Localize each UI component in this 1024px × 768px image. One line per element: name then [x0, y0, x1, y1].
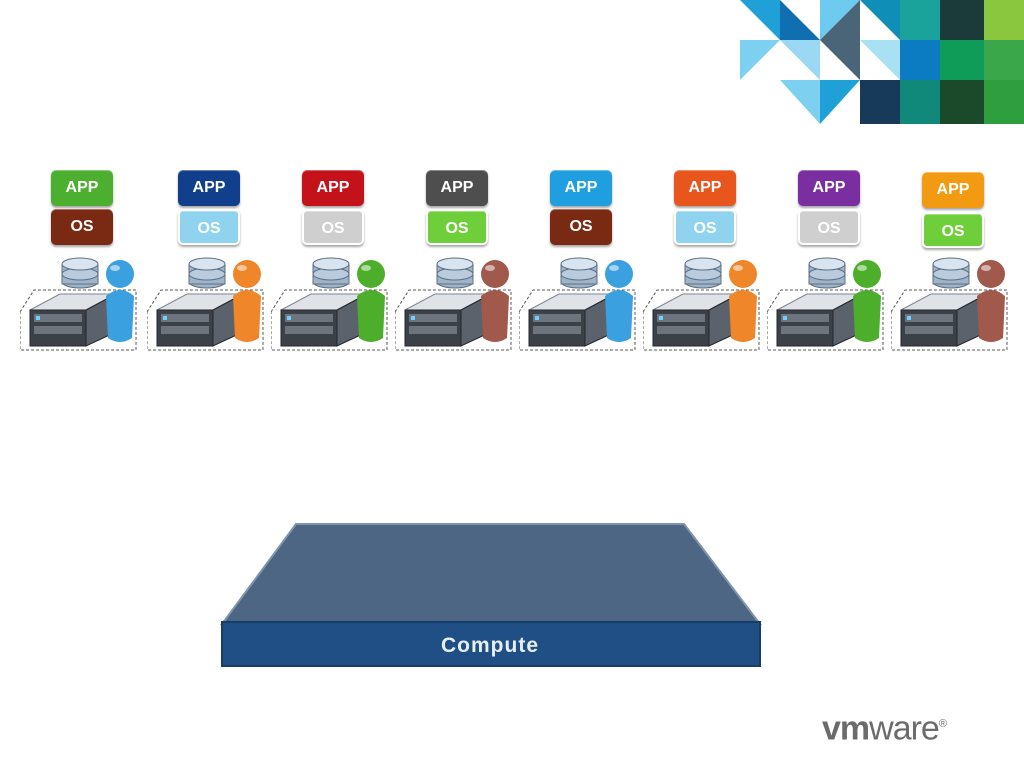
app-chip: APP — [178, 170, 240, 206]
server-host-icon — [147, 257, 264, 351]
server-host-icon — [891, 257, 1008, 351]
server-host-icon — [20, 257, 137, 351]
compute-label: Compute — [441, 634, 539, 657]
os-chip: OS — [922, 212, 984, 248]
os-chip: OS — [550, 209, 612, 245]
os-chip: OS — [178, 209, 240, 245]
logo-ware: ware — [869, 709, 940, 748]
server-host-icon — [395, 257, 512, 351]
app-chip: APP — [674, 170, 736, 206]
app-chip: APP — [426, 170, 488, 206]
app-chip: APP — [302, 170, 364, 206]
compute-platform — [220, 523, 762, 667]
server-host-icon — [643, 257, 760, 351]
os-chip: OS — [798, 209, 860, 245]
server-unit: APP OS — [891, 168, 1009, 358]
app-chip: APP — [922, 172, 984, 208]
os-chip: OS — [674, 209, 736, 245]
app-chip: APP — [550, 170, 612, 206]
app-chip: APP — [798, 170, 860, 206]
server-host-icon — [767, 257, 884, 351]
logo-registered: ® — [938, 718, 947, 730]
compute-platform-front — [221, 621, 761, 667]
os-chip: OS — [302, 209, 364, 245]
server-host-icon — [271, 257, 388, 351]
os-chip: OS — [51, 209, 113, 245]
logo-vm: vm — [822, 709, 870, 748]
corner-triangle-pattern — [740, 0, 1024, 124]
vmware-logo: vmware® — [822, 704, 982, 748]
os-chip: OS — [426, 209, 488, 245]
app-chip: APP — [51, 170, 113, 206]
server-host-icon — [519, 257, 636, 351]
